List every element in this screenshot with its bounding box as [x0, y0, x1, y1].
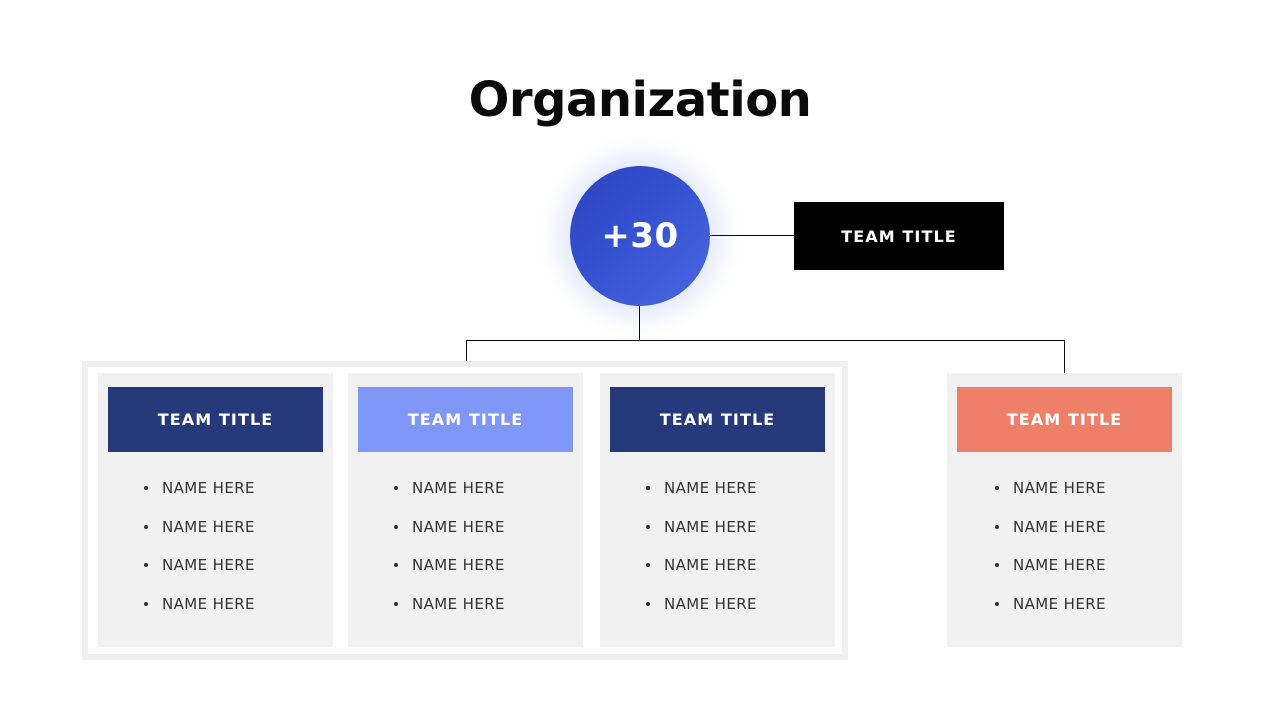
list-item: NAME HERE: [394, 517, 505, 556]
root-count-node[interactable]: +30: [570, 166, 710, 306]
list-item: NAME HERE: [646, 517, 757, 556]
side-team-box-label: TEAM TITLE: [841, 226, 957, 246]
team-card-title: TEAM TITLE: [157, 410, 274, 429]
list-item: NAME HERE: [995, 555, 1106, 594]
team-card[interactable]: TEAM TITLE NAME HERE NAME HERE NAME HERE…: [947, 373, 1182, 647]
team-card-header[interactable]: TEAM TITLE: [957, 387, 1172, 452]
list-item: NAME HERE: [144, 478, 255, 517]
list-item: NAME HERE: [394, 594, 505, 633]
list-item: NAME HERE: [995, 517, 1106, 556]
root-count-label: +30: [601, 216, 679, 256]
page-title: Organization: [468, 72, 812, 128]
list-item: NAME HERE: [144, 594, 255, 633]
list-item: NAME HERE: [144, 517, 255, 556]
team-card-title: TEAM TITLE: [1006, 410, 1123, 429]
team-member-list: NAME HERE NAME HERE NAME HERE NAME HERE: [144, 478, 255, 632]
list-item: NAME HERE: [646, 594, 757, 633]
team-card-header[interactable]: TEAM TITLE: [358, 387, 573, 452]
connector-root-to-side-box: [710, 235, 794, 236]
list-item: NAME HERE: [995, 478, 1106, 517]
connector-right-branch-drop: [1064, 340, 1065, 374]
list-item: NAME HERE: [646, 478, 757, 517]
team-card[interactable]: TEAM TITLE NAME HERE NAME HERE NAME HERE…: [348, 373, 583, 647]
team-card-title: TEAM TITLE: [659, 410, 776, 429]
list-item: NAME HERE: [646, 555, 757, 594]
team-card[interactable]: TEAM TITLE NAME HERE NAME HERE NAME HERE…: [600, 373, 835, 647]
team-card-header[interactable]: TEAM TITLE: [108, 387, 323, 452]
connector-left-branch-drop: [466, 340, 467, 362]
connector-root-down-stem: [639, 306, 640, 341]
team-member-list: NAME HERE NAME HERE NAME HERE NAME HERE: [995, 478, 1106, 632]
list-item: NAME HERE: [394, 478, 505, 517]
team-card-title: TEAM TITLE: [407, 410, 524, 429]
team-member-list: NAME HERE NAME HERE NAME HERE NAME HERE: [646, 478, 757, 632]
team-card-header[interactable]: TEAM TITLE: [610, 387, 825, 452]
side-team-box[interactable]: TEAM TITLE: [794, 202, 1004, 270]
list-item: NAME HERE: [995, 594, 1106, 633]
team-member-list: NAME HERE NAME HERE NAME HERE NAME HERE: [394, 478, 505, 632]
list-item: NAME HERE: [394, 555, 505, 594]
team-card[interactable]: TEAM TITLE NAME HERE NAME HERE NAME HERE…: [98, 373, 333, 647]
connector-horizontal-bus: [466, 340, 1065, 341]
list-item: NAME HERE: [144, 555, 255, 594]
